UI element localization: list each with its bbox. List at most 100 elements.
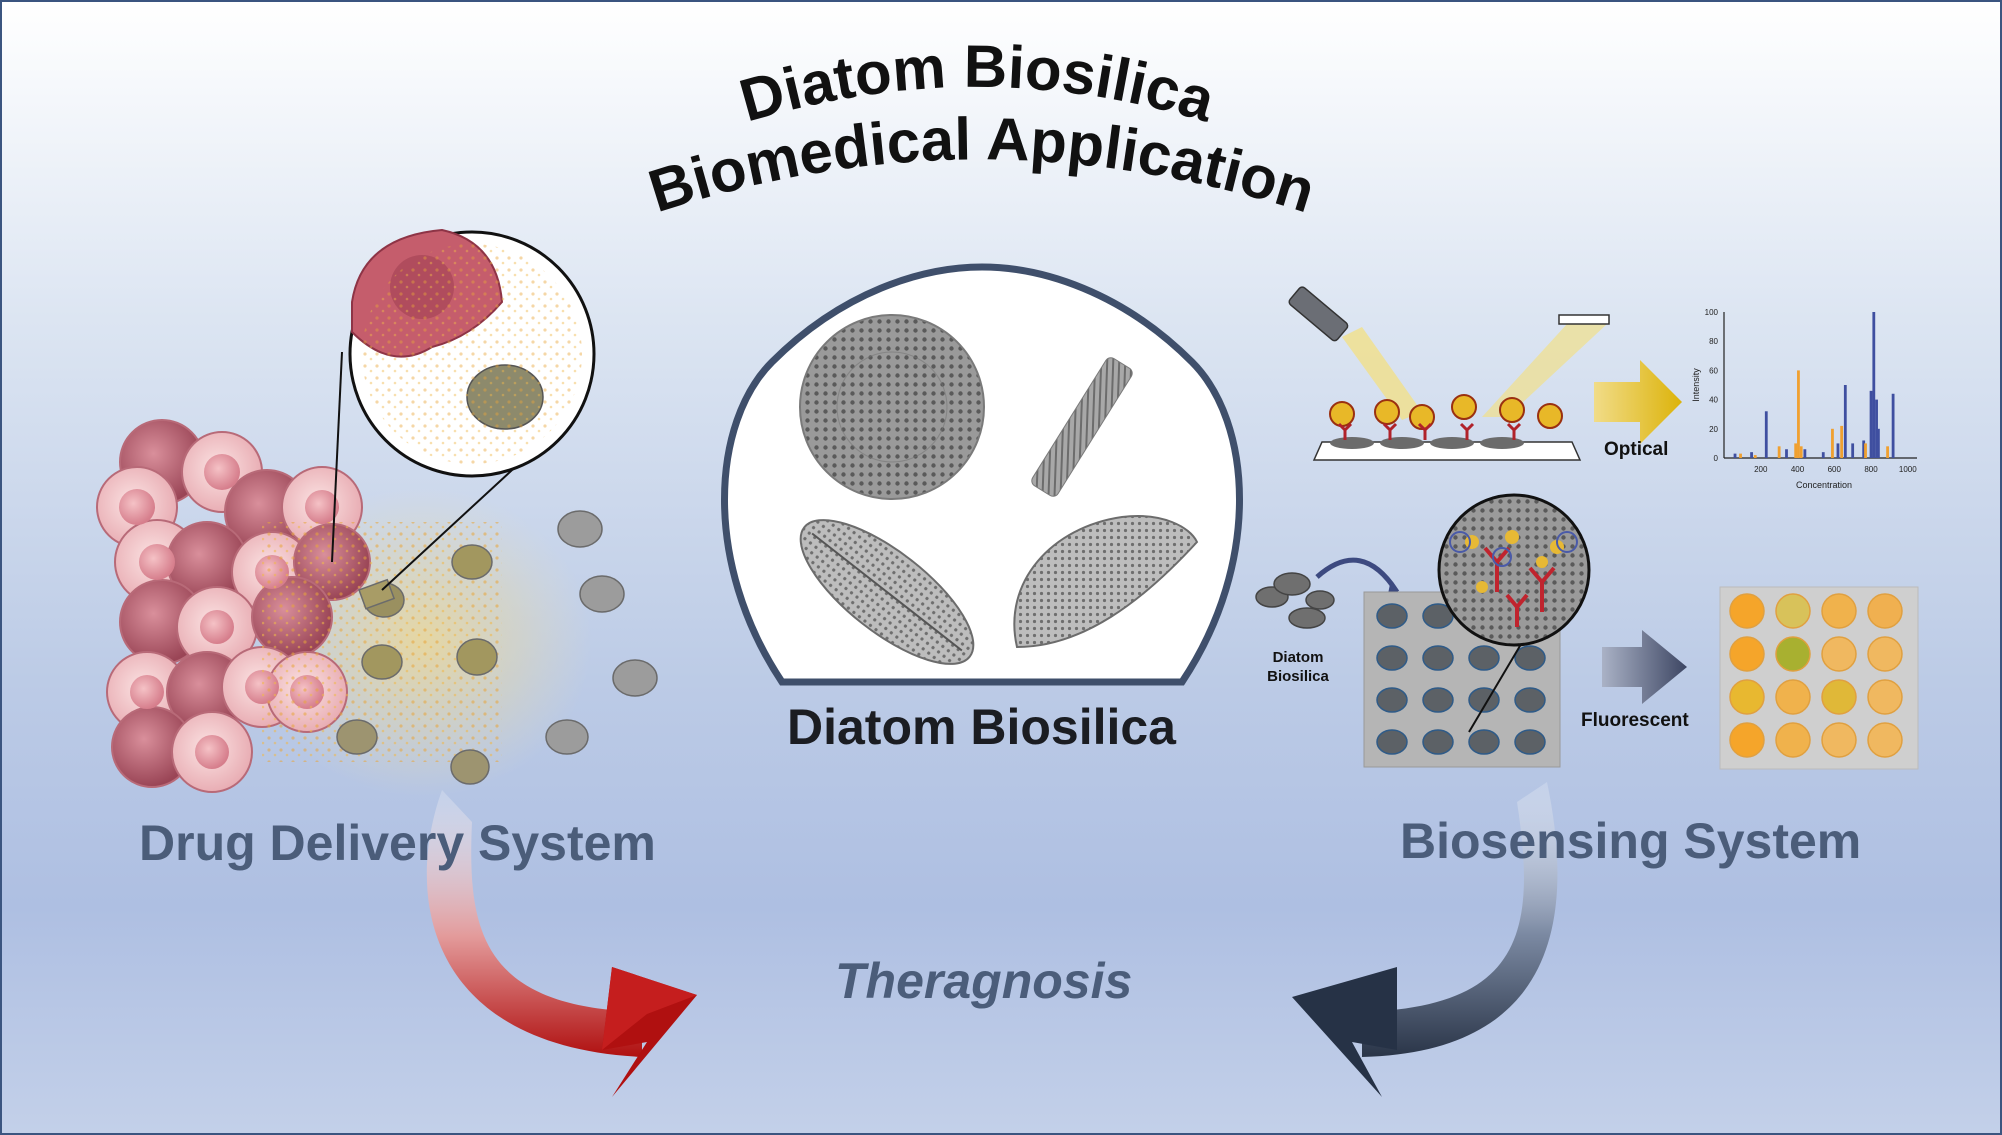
fluorescent-well [1867,722,1903,758]
light-source-icon [1288,286,1349,342]
chart-bar [1840,425,1844,458]
pennate-diatom-rod [1031,357,1133,497]
plate-well [1468,729,1500,755]
diatom-capsule [450,749,490,785]
fluorescent-well [1821,593,1857,629]
curved-arrow [1315,557,1400,594]
reflected-light-beam [1482,324,1607,417]
chart-x-tick: 1000 [1899,465,1917,474]
chart-bar [1864,443,1867,458]
optical-arrow [1594,360,1682,444]
plate-well [1514,729,1546,755]
nanoparticle [1537,403,1563,429]
chart-bar [1799,446,1803,458]
fluorescent-well [1867,593,1903,629]
chart-bar [1872,312,1876,458]
fluorescent-well [1867,636,1903,672]
chart-y-tick: 0 [1714,454,1719,463]
chart-bar [1875,399,1878,458]
detector-icon [1558,314,1610,325]
diatom-biosilica-particles [1255,572,1335,629]
chart-bar [1777,446,1781,458]
chart-bar [1836,443,1840,458]
chart-bar [1797,370,1800,458]
diatom-label-line-1: Diatom [1272,649,1324,666]
chart-bar [1877,428,1880,458]
chart-bar [1794,443,1798,458]
chart-bar [1785,449,1788,458]
chart-bar [1803,449,1807,458]
nanoparticle [1499,397,1525,423]
chart-bar [1750,452,1753,458]
plate-well [1376,687,1408,713]
zoom-line [331,351,343,563]
nanoparticle [1451,394,1477,420]
diatom-label-line-2: Biosilica [1267,668,1329,685]
antibody-complexes [1483,546,1556,627]
navicula-diatom [799,519,975,665]
theragnosis-label: Theragnosis [835,953,1133,1009]
dome-outline [721,263,1243,686]
centric-diatom [799,314,985,500]
chart-bar [1733,453,1737,458]
plate-well [1376,645,1408,671]
fluorescent-well [1775,593,1811,629]
diatom-dome [721,263,1243,686]
fluorescent-well [1867,679,1903,715]
diatom-capsule [451,544,493,580]
navy-arrow-head [1292,967,1397,1097]
substrate-wells [1330,437,1524,449]
theragnosis-arrows [426,782,1558,1097]
drug-particles-zoomed [362,244,582,464]
diatom-capsule [557,510,603,548]
chart-y-tick: 60 [1709,366,1718,375]
red-curved-arrow [426,790,642,1057]
optical-label: Optical [1604,439,1669,460]
fluorescent-well [1729,593,1765,629]
diatom-capsule [456,638,498,676]
center-label: Diatom Biosilica [787,699,1176,755]
diatom-capsules [336,510,658,785]
chart-x-tick: 800 [1864,465,1878,474]
chart-bar [1739,453,1742,458]
plate-well [1376,729,1408,755]
chart-bar [1821,452,1825,458]
plate-well [1376,603,1408,629]
fluorescent-label: Fluorescent [1581,710,1689,731]
chart-bar [1862,440,1866,458]
chart-y-tick: 80 [1709,337,1718,346]
chart-bar [1886,446,1889,458]
chart-bar [1843,385,1847,458]
chart-bar [1753,455,1757,458]
diatom-capsule [361,644,403,680]
chart-y-tick: 40 [1709,396,1718,405]
cymbella-diatom [1013,515,1199,649]
fluorescent-well [1821,722,1857,758]
chart-x-tick: 400 [1791,465,1805,474]
fluorescent-well [1821,679,1857,715]
fluorescent-well [1821,636,1857,672]
plate-well [1514,687,1546,713]
drug-delivery-label: Drug Delivery System [139,815,656,871]
nanoparticle-probes [1329,394,1563,430]
diatom-biosilica-small-label: Diatom Biosilica [1264,648,1332,686]
plate-well [1468,645,1500,671]
fluorescent-arrow [1602,630,1687,704]
chart-bar [1869,390,1873,458]
chart-bar [1891,393,1895,458]
drug-delivery-illustration [96,228,658,797]
diatom-capsule [612,659,658,697]
chart-x-label: Concentration [1796,480,1852,490]
fluorescent-well [1729,722,1765,758]
biosensing-label: Biosensing System [1400,813,1862,869]
diatom-capsule [336,719,378,755]
optical-detection [1288,286,1682,461]
fluorescent-well [1775,722,1811,758]
well-zoom-circle [1437,493,1591,647]
chart-y-tick: 100 [1705,308,1719,317]
chart-x-tick: 600 [1828,465,1842,474]
nanoparticle [1329,401,1355,427]
zoom-inset [348,228,596,478]
